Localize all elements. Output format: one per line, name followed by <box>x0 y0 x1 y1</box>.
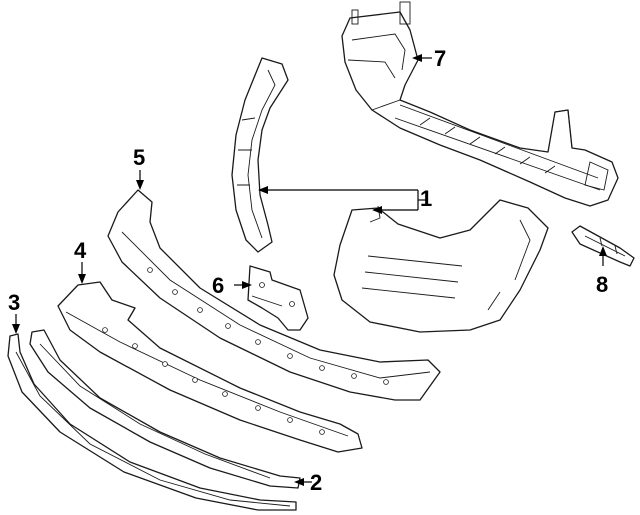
callout-6: 6 <box>212 273 224 298</box>
arrow-6 <box>242 281 252 289</box>
clip-holes-4 <box>102 327 325 435</box>
callout-labels: 1 2 3 4 5 6 7 8 <box>8 46 608 495</box>
part-1-bumper-cover <box>231 57 549 333</box>
clip-holes-5 <box>147 267 389 385</box>
leaders <box>12 54 607 486</box>
part-3-outer-molding <box>7 333 297 511</box>
callout-8: 8 <box>596 272 608 297</box>
callout-5: 5 <box>133 145 145 170</box>
arrow-4 <box>78 274 86 284</box>
arrow-3 <box>12 324 20 334</box>
arrow-8 <box>599 246 607 256</box>
arrow-7 <box>412 54 422 62</box>
callout-7: 7 <box>434 46 446 71</box>
arrow-1a <box>258 186 268 194</box>
callout-2: 2 <box>310 470 322 495</box>
part-4-valance <box>57 281 363 453</box>
part-5-molding-strip <box>107 189 441 401</box>
callout-4: 4 <box>74 238 87 263</box>
arrow-2 <box>294 478 304 486</box>
callout-1: 1 <box>420 186 432 211</box>
arrow-1b <box>372 206 382 214</box>
arrow-5 <box>136 180 144 190</box>
part-7-reinforcement <box>341 1 619 207</box>
callout-3: 3 <box>8 290 20 315</box>
part-6-license-bracket <box>247 265 309 331</box>
